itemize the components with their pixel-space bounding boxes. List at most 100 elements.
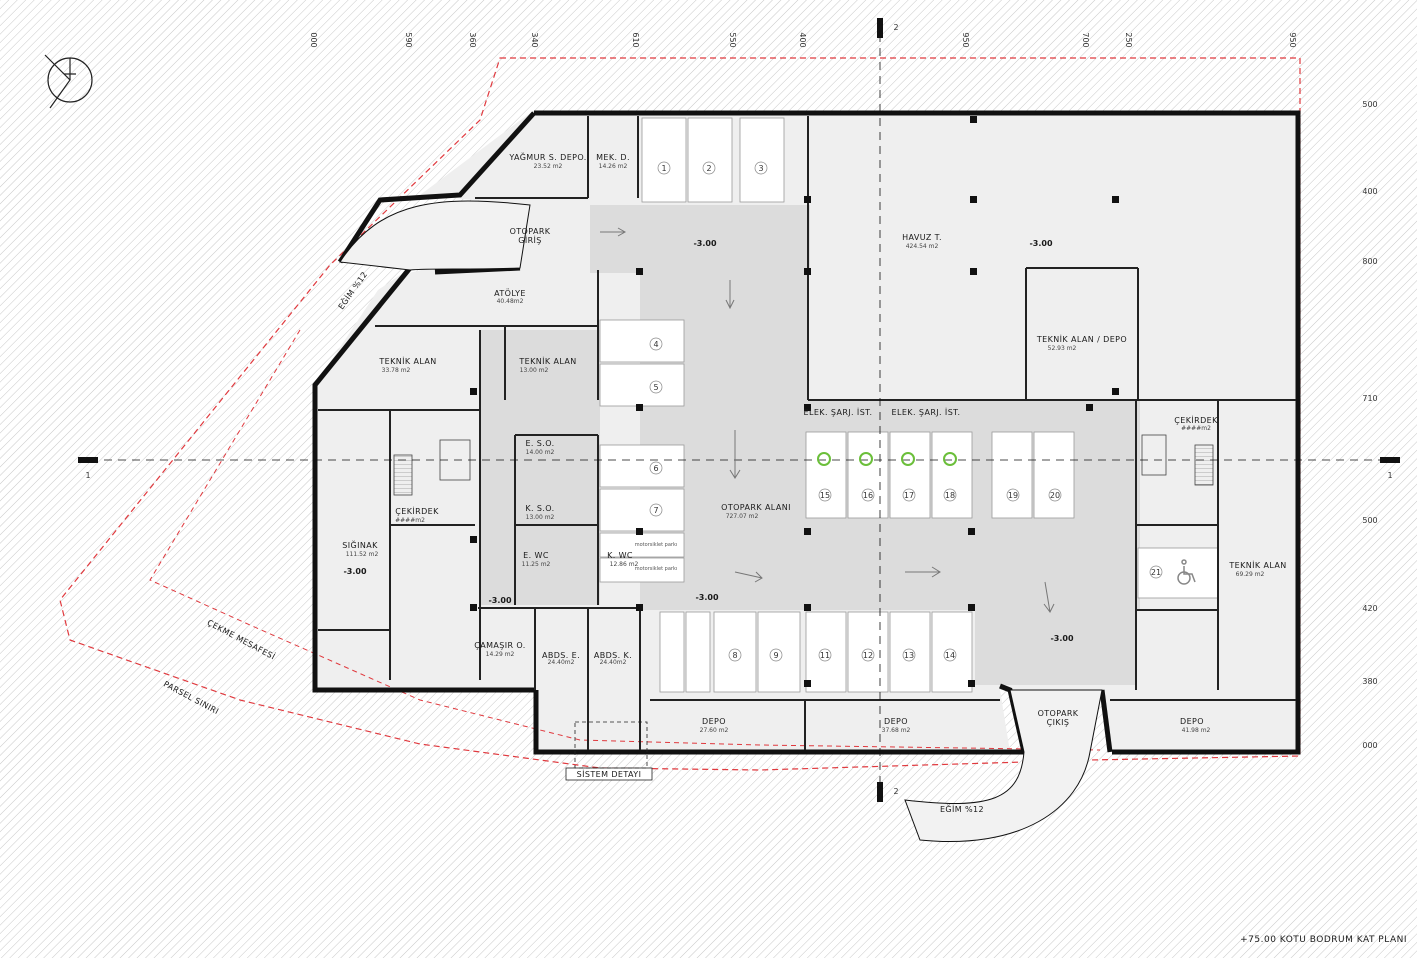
svg-text:ELEK. ŞARJ. İST.: ELEK. ŞARJ. İST. <box>804 407 873 417</box>
section-tick <box>877 782 883 802</box>
svg-text:####m2: ####m2 <box>1181 425 1211 432</box>
plan-title: +75.00 KOTU BODRUM KAT PLANI <box>1240 935 1407 945</box>
svg-text:13.00 m2: 13.00 m2 <box>520 367 549 374</box>
svg-text:ÇEKİRDEK: ÇEKİRDEK <box>1174 415 1218 425</box>
section-tick <box>1380 457 1400 463</box>
stair-core-right <box>1194 444 1214 486</box>
svg-text:YAĞMUR S. DEPO.: YAĞMUR S. DEPO. <box>508 151 586 162</box>
svg-text:2: 2 <box>706 164 711 173</box>
svg-text:27.60 m2: 27.60 m2 <box>700 727 729 734</box>
svg-text:420: 420 <box>1362 604 1377 613</box>
svg-text:000: 000 <box>1362 741 1377 750</box>
elevation-labels: -3.00 -3.00 -3.00 -3.00 -3.00 -3.00 <box>343 239 1073 643</box>
svg-text:ÇIKIŞ: ÇIKIŞ <box>1047 718 1070 727</box>
svg-text:16: 16 <box>863 491 873 500</box>
svg-text:69.29 m2: 69.29 m2 <box>1236 571 1265 578</box>
svg-text:24.40m2: 24.40m2 <box>600 659 627 666</box>
svg-text:E. S.O.: E. S.O. <box>525 439 554 448</box>
svg-text:HAVUZ T.: HAVUZ T. <box>902 233 942 242</box>
svg-text:800: 800 <box>1362 257 1377 266</box>
svg-text:-3.00: -3.00 <box>488 596 511 605</box>
svg-text:11.25 m2: 11.25 m2 <box>522 561 551 568</box>
svg-text:TEKNİK ALAN: TEKNİK ALAN <box>1228 560 1286 570</box>
section-label-2: 2 <box>893 787 898 796</box>
svg-text:950: 950 <box>961 32 970 47</box>
svg-text:9: 9 <box>773 651 778 660</box>
svg-text:590: 590 <box>404 32 413 47</box>
svg-text:14.29 m2: 14.29 m2 <box>486 651 515 658</box>
svg-text:ÇEKİRDEK: ÇEKİRDEK <box>395 506 439 516</box>
svg-text:19: 19 <box>1008 491 1018 500</box>
parking-numbers: 1 2 3 4 5 6 7 8 9 11 12 13 14 15 16 17 1… <box>649 161 1163 662</box>
section-label-1: 1 <box>1387 471 1392 480</box>
svg-text:4: 4 <box>653 340 658 349</box>
wheelchair-icon <box>1177 559 1196 585</box>
columns <box>470 116 1119 687</box>
svg-text:360: 360 <box>468 32 477 47</box>
svg-text:5: 5 <box>653 383 658 392</box>
svg-text:400: 400 <box>798 32 807 47</box>
svg-text:MEK. D.: MEK. D. <box>596 153 630 162</box>
svg-text:motorsiklet parkı: motorsiklet parkı <box>635 566 678 572</box>
svg-text:7: 7 <box>653 506 658 515</box>
svg-text:1: 1 <box>661 164 666 173</box>
section-tick <box>78 457 98 463</box>
svg-text:18: 18 <box>945 491 955 500</box>
svg-text:17: 17 <box>904 491 914 500</box>
svg-text:3: 3 <box>758 164 763 173</box>
svg-text:23.52 m2: 23.52 m2 <box>534 163 563 170</box>
svg-text:OTOPARK ALANI: OTOPARK ALANI <box>721 503 791 512</box>
system-detail-frame <box>574 721 648 769</box>
svg-text:13.00 m2: 13.00 m2 <box>526 514 555 521</box>
svg-text:700: 700 <box>1081 32 1090 47</box>
svg-text:-3.00: -3.00 <box>693 239 716 248</box>
svg-text:ABDS. K.: ABDS. K. <box>594 651 632 660</box>
circulation <box>480 205 1140 685</box>
traffic-arrows <box>600 227 1055 613</box>
parking-bays <box>599 117 1219 693</box>
svg-text:37.68 m2: 37.68 m2 <box>882 727 911 734</box>
svg-text:500: 500 <box>1362 516 1377 525</box>
svg-text:OTOPARK: OTOPARK <box>1038 709 1079 718</box>
svg-text:SIĞINAK: SIĞINAK <box>342 539 378 550</box>
e-charger-icon <box>817 452 957 466</box>
svg-text:11: 11 <box>820 651 830 660</box>
svg-text:-3.00: -3.00 <box>343 567 366 576</box>
exterior-walls <box>312 110 1301 755</box>
svg-text:13: 13 <box>904 651 914 660</box>
svg-text:6: 6 <box>653 464 658 473</box>
svg-text:ÇAMAŞIR O.: ÇAMAŞIR O. <box>474 641 526 650</box>
svg-text:12.86 m2: 12.86 m2 <box>610 561 639 568</box>
svg-text:GİRİŞ: GİRİŞ <box>518 235 542 245</box>
svg-text:12: 12 <box>863 651 873 660</box>
svg-text:500: 500 <box>1362 100 1377 109</box>
section-label-2: 2 <box>893 23 898 32</box>
setback-line <box>149 329 1101 751</box>
svg-text:E. WC: E. WC <box>523 551 549 560</box>
svg-text:14: 14 <box>945 651 955 660</box>
svg-text:424.54 m2: 424.54 m2 <box>906 243 939 250</box>
svg-text:DEPO: DEPO <box>1180 717 1204 726</box>
section-label-1: 1 <box>85 471 90 480</box>
svg-text:DEPO: DEPO <box>702 717 726 726</box>
svg-text:24.40m2: 24.40m2 <box>548 659 575 666</box>
svg-text:ATÖLYE: ATÖLYE <box>494 288 526 298</box>
interior-walls <box>318 116 1296 750</box>
svg-text:52.93 m2: 52.93 m2 <box>1048 345 1077 352</box>
svg-text:21: 21 <box>1151 568 1161 577</box>
svg-text:ABDS. E.: ABDS. E. <box>542 651 580 660</box>
svg-text:-3.00: -3.00 <box>1050 634 1073 643</box>
svg-text:TEKNİK ALAN: TEKNİK ALAN <box>378 356 436 366</box>
svg-text:DEPO: DEPO <box>884 717 908 726</box>
svg-text:ELEK. ŞARJ. İST.: ELEK. ŞARJ. İST. <box>892 407 961 417</box>
svg-text:41.98 m2: 41.98 m2 <box>1182 727 1211 734</box>
svg-text:motorsiklet parkı: motorsiklet parkı <box>635 542 678 548</box>
svg-text:610: 610 <box>631 32 640 47</box>
right-dimensions: 500 400 800 710 500 420 380 000 <box>1362 100 1377 750</box>
svg-text:EĞİM %12: EĞİM %12 <box>940 803 984 814</box>
svg-text:111.52 m2: 111.52 m2 <box>346 551 379 558</box>
exit-ramp <box>904 689 1103 842</box>
svg-text:400: 400 <box>1362 187 1377 196</box>
svg-text:000: 000 <box>309 32 318 47</box>
